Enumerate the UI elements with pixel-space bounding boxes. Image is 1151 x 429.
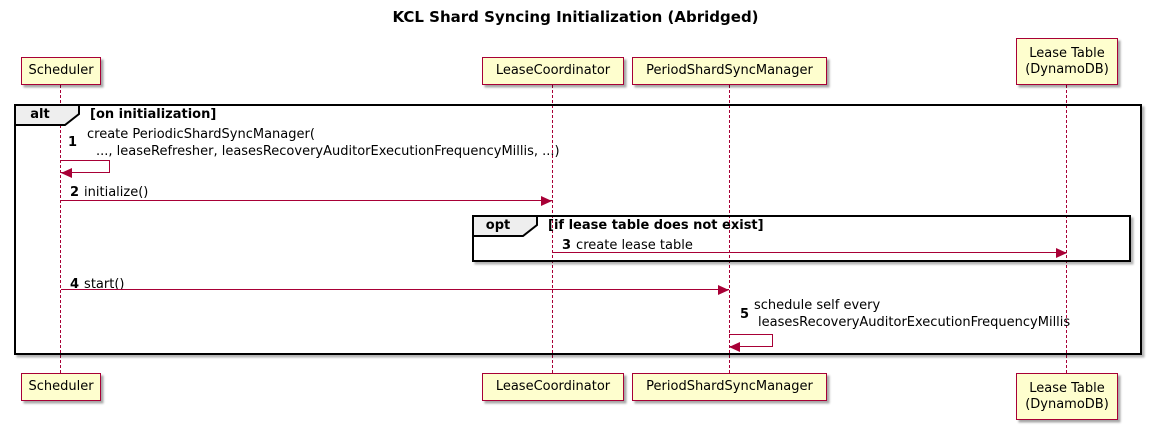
message-1-text-line2: ..., leaseRefresher, leasesRecoveryAudit… — [96, 144, 560, 159]
message-5-text-line1: schedule self every — [754, 298, 881, 313]
participant-label: PeriodShardSyncManager — [646, 63, 813, 78]
participant-periodshardsyncmanager-bottom: PeriodShardSyncManager — [632, 373, 827, 401]
message-3-text: create lease table — [576, 238, 693, 253]
message-4-arrow-line — [61, 289, 729, 290]
participant-scheduler-bottom: Scheduler — [21, 373, 101, 401]
participant-leasetable-top: Lease Table (DynamoDB) — [1016, 38, 1118, 85]
message-3-label: 3 create lease table — [562, 238, 693, 253]
alt-guard-label: [on initialization] — [90, 107, 217, 122]
participant-sublabel: (DynamoDB) — [1025, 396, 1109, 412]
message-2-number: 2 — [70, 185, 80, 200]
message-4-text: start() — [84, 277, 125, 292]
participant-label: PeriodShardSyncManager — [646, 379, 813, 394]
message-4-number: 4 — [70, 277, 80, 292]
message-3-arrow-line — [553, 252, 1067, 253]
message-5-self-loop — [729, 334, 773, 347]
opt-operator-label: opt — [485, 218, 511, 233]
lifeline-leasecoordinator — [552, 85, 553, 373]
participant-periodshardsyncmanager-top: PeriodShardSyncManager — [632, 57, 827, 85]
participant-label: LeaseCoordinator — [495, 63, 611, 78]
participant-leasecoordinator-top: LeaseCoordinator — [482, 57, 624, 85]
opt-frame — [472, 215, 1131, 262]
message-1-number: 1 — [68, 135, 78, 150]
message-2-text: initialize() — [84, 185, 149, 200]
participant-label: Lease Table — [1029, 45, 1105, 61]
message-3-number: 3 — [562, 238, 572, 253]
message-4-arrowhead — [718, 285, 729, 295]
message-2-label: 2 initialize() — [70, 185, 148, 200]
participant-label: Scheduler — [28, 379, 94, 394]
participant-label: Scheduler — [28, 63, 94, 78]
message-5-number: 5 — [740, 307, 750, 322]
message-1-self-loop — [61, 160, 110, 173]
diagram-title: KCL Shard Syncing Initialization (Abridg… — [392, 8, 759, 26]
participant-leasetable-bottom: Lease Table (DynamoDB) — [1016, 373, 1118, 420]
opt-operator-pentagon — [472, 215, 538, 237]
message-1-arrowhead — [61, 168, 72, 178]
opt-guard-label: [if lease table does not exist] — [548, 218, 764, 233]
message-2-arrowhead — [541, 196, 552, 206]
participant-label: LeaseCoordinator — [495, 379, 611, 394]
message-2-arrow-line — [61, 200, 552, 201]
participant-label: Lease Table — [1029, 380, 1105, 396]
message-5-text-line2: leasesRecoveryAuditorExecutionFrequencyM… — [758, 315, 1071, 330]
message-5-arrowhead — [729, 342, 740, 352]
participant-leasecoordinator-bottom: LeaseCoordinator — [482, 373, 624, 401]
participant-sublabel: (DynamoDB) — [1025, 61, 1109, 77]
lifeline-periodshardsyncmanager — [729, 85, 730, 373]
alt-frame — [14, 104, 1142, 355]
message-4-label: 4 start() — [70, 277, 124, 292]
lifeline-leasetable — [1066, 85, 1067, 373]
message-3-arrowhead — [1056, 248, 1067, 258]
message-1-text-line1: create PeriodicShardSyncManager( — [87, 127, 315, 142]
participant-scheduler-top: Scheduler — [21, 57, 101, 85]
alt-operator-pentagon — [14, 104, 80, 126]
alt-operator-label: alt — [30, 107, 50, 122]
lifeline-scheduler — [60, 85, 61, 373]
